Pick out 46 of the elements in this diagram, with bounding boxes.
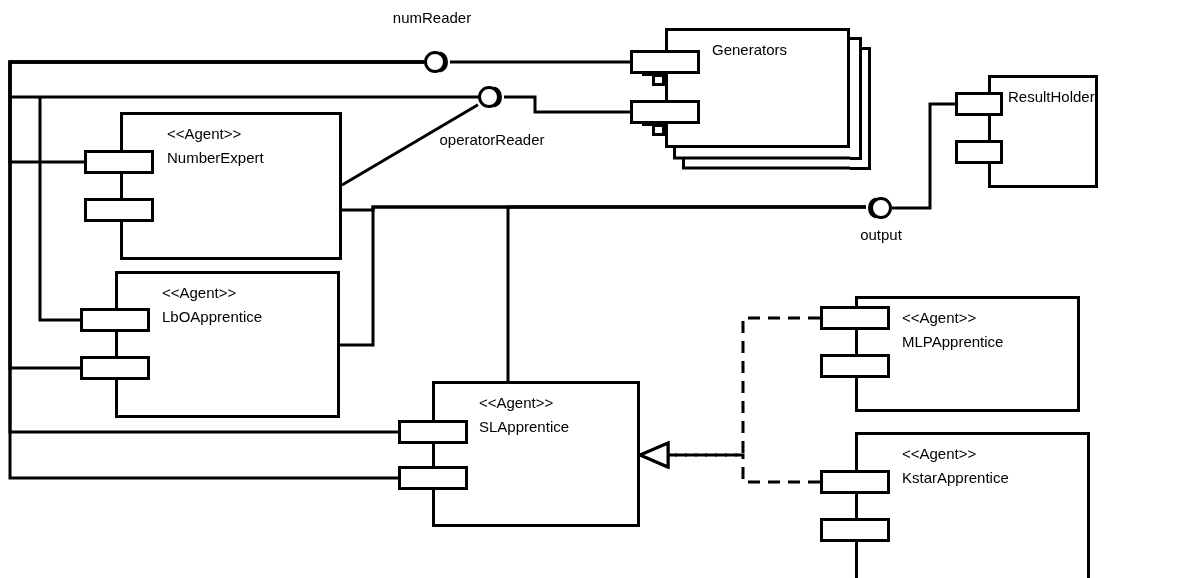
component-box [988,75,1098,188]
stereotype-label: <<Agent>> [162,284,237,302]
port-box [84,198,154,222]
ball-and-socket-symbol [478,85,504,109]
stereotype-label: <<Agent>> [479,394,554,412]
component-name: SLApprentice [479,418,570,436]
interface-label: numReader [391,9,473,27]
port-box [820,518,890,542]
component-box [665,28,850,148]
component-box [115,271,340,418]
connector-line [340,103,479,187]
component-box [432,381,640,527]
connector-line [504,95,630,114]
port-box [630,50,700,74]
component-box [855,432,1090,578]
connector-line [506,205,866,381]
ball-and-socket-symbol [866,196,892,220]
port-box [955,140,1003,164]
component-name: MLPApprentice [902,333,1004,351]
realization-arrow [638,441,820,484]
port-box [398,466,468,490]
port-box [80,308,150,332]
port-box [820,306,890,330]
interface-label: operatorReader [438,131,546,149]
component-name: ResultHolder [1008,88,1095,106]
component-name: NumberExpert [167,149,264,167]
port-box [84,150,154,174]
component-name: Generators [712,41,788,59]
port-box [955,92,1003,116]
connector-line [892,102,955,210]
ball-and-socket-symbol [424,50,450,74]
port-box [398,420,468,444]
port-box [820,354,890,378]
stereotype-label: <<Agent>> [167,125,242,143]
connector-line [450,60,630,64]
interface-label: output [859,226,903,244]
connector-line [8,95,478,322]
port-box [80,356,150,380]
component-box [120,112,342,260]
component-name: LbOApprentice [162,308,263,326]
component-name: KstarApprentice [902,469,1009,487]
stereotype-label: <<Agent>> [902,445,977,463]
port-box [630,100,700,124]
port-box [820,470,890,494]
stereotype-label: <<Agent>> [902,309,977,327]
component-box [855,296,1080,412]
